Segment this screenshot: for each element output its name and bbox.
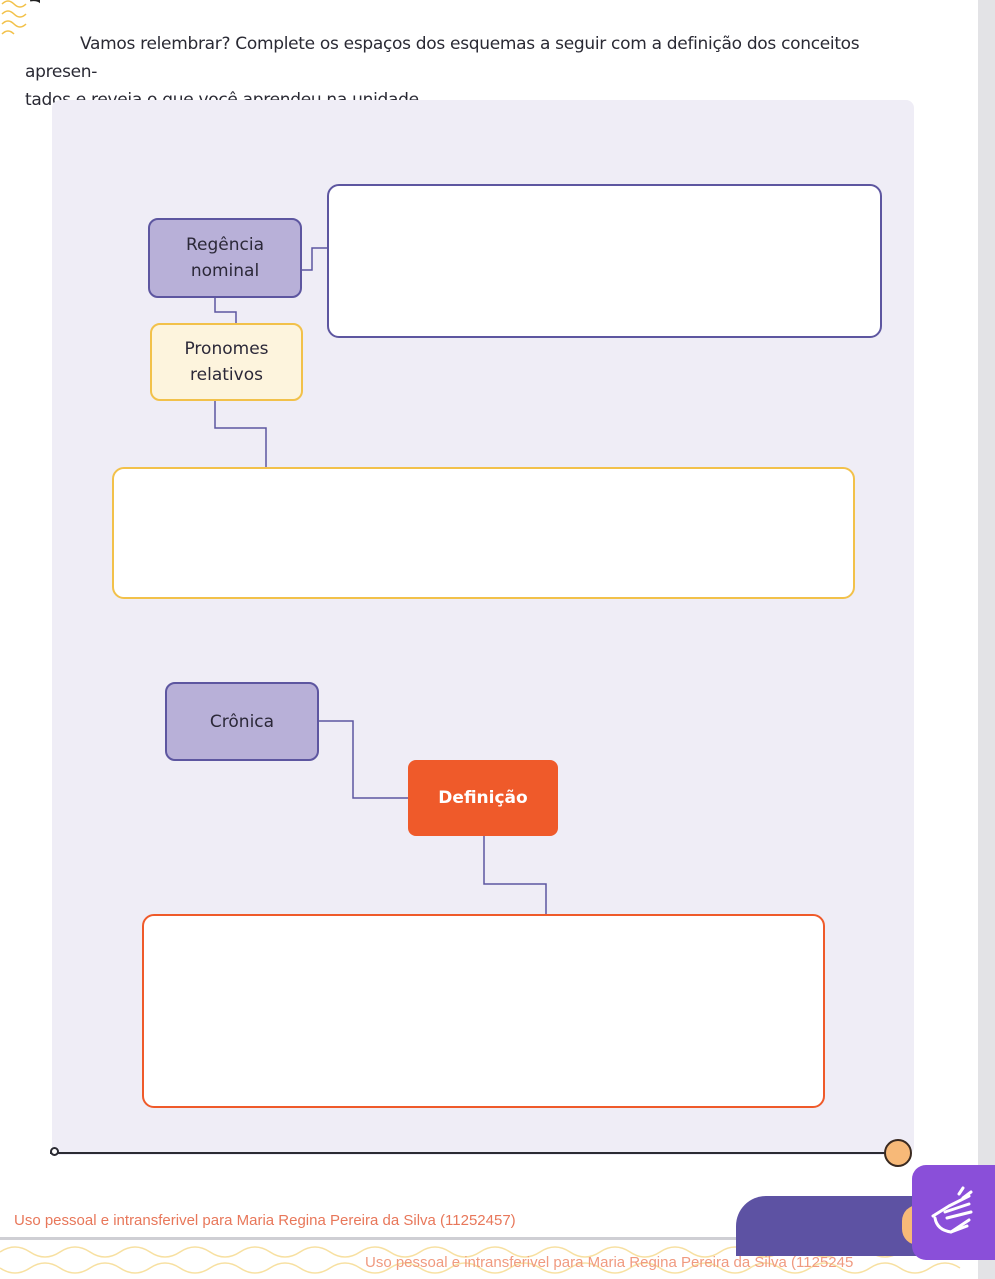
pronomes-definition-box[interactable] (112, 467, 855, 599)
instruction-line-1: Vamos relembrar? Complete os espaços dos… (25, 34, 860, 82)
cronica-definition-box[interactable] (142, 914, 825, 1108)
timeline-end-marker (884, 1139, 912, 1167)
regencia-definition-box[interactable] (327, 184, 882, 338)
regencia-nominal-label: Regência nominal (185, 235, 265, 281)
sign-language-hands-icon (931, 1186, 972, 1233)
page-right-edge (978, 0, 995, 1279)
pronomes-relativos-label: Pronomes relativos (184, 339, 269, 385)
decorative-pattern-icon (1, 0, 40, 35)
definicao-label: Definição (438, 788, 528, 808)
watermark-repeat-text: Uso pessoal e intransferivel para Maria … (365, 1254, 854, 1271)
cronica-label: Crônica (209, 711, 275, 732)
libras-button[interactable] (912, 1165, 995, 1260)
cronica-node: Crônica (165, 682, 319, 761)
progress-timeline (50, 1152, 910, 1154)
definicao-node: Definição (408, 760, 558, 836)
pronomes-relativos-node: Pronomes relativos (150, 323, 303, 401)
watermark-text: Uso pessoal e intransferivel para Maria … (14, 1212, 516, 1229)
regencia-nominal-node: Regência nominal (148, 218, 302, 298)
footer-divider (0, 1237, 978, 1240)
timeline-start-marker (50, 1147, 59, 1156)
